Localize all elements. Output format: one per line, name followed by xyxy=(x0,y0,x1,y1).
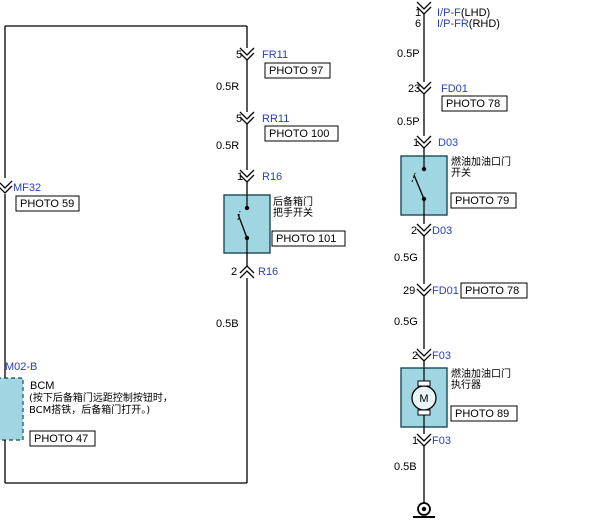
photo-89-label: PHOTO 89 xyxy=(455,408,509,420)
middle-branch: 5 FR11 PHOTO 97 0.5R 5 RR11 PHOTO 100 0.… xyxy=(4,26,346,484)
f03-top-label: F03 xyxy=(432,350,451,362)
mid-wire-6-label: 0.5B xyxy=(216,318,239,330)
switch-contact-bottom xyxy=(244,235,250,241)
ip-fr-name: I/P-FR xyxy=(437,18,469,30)
photo-59-box xyxy=(15,195,80,212)
f03-bottom-pin: 1 xyxy=(412,435,418,447)
mf32-label: MF32 xyxy=(13,182,41,194)
bcm-desc-line2: BCM搭铁，后备箱门打开。) xyxy=(29,403,150,416)
r16-bottom-label: R16 xyxy=(258,266,278,278)
ip-fr-label: I/P-FR(RHD) xyxy=(437,18,500,30)
photo-100-label: PHOTO 100 xyxy=(269,128,329,140)
ip-f-name: I/P-F xyxy=(437,7,461,19)
motor-label: M xyxy=(419,393,428,405)
motor-brush-top xyxy=(417,380,431,387)
photo-78-top-box xyxy=(441,95,508,112)
actuator-title-2: 执行器 xyxy=(451,378,481,391)
actuator-title-1: 燃油加油口门 xyxy=(451,367,511,380)
trunk-switch-title-1: 后备箱门 xyxy=(273,195,313,208)
r16-top-label: R16 xyxy=(262,171,282,183)
r16-top-pin: 1 xyxy=(237,171,243,183)
left-branch: MF32 PHOTO 59 M02-B BCM (按下后备箱门远距控制按钮时， … xyxy=(0,25,247,447)
photo-78-bottom-box xyxy=(460,282,528,299)
photo-79-label: PHOTO 79 xyxy=(455,195,509,207)
ip-f-note: (LHD) xyxy=(461,7,490,19)
ip-f-label: I/P-F(LHD) xyxy=(437,7,490,19)
right-wire-5-label: 0.5G xyxy=(394,252,418,264)
ip-pin-1: 1 xyxy=(415,7,421,19)
rr11-pin: 5 xyxy=(236,113,242,125)
ground-icon xyxy=(413,502,435,518)
right-wire-2-label: 0.5P xyxy=(397,116,420,128)
d03-bottom-pin: 2 xyxy=(411,225,417,237)
fr11-label: FR11 xyxy=(262,49,288,61)
fuel-switch-contact-top xyxy=(421,166,427,172)
f03-top-connector-symbol xyxy=(416,348,432,362)
bcm-title: BCM xyxy=(30,380,54,392)
d03-bottom-label: D03 xyxy=(432,225,452,237)
mid-wire-2-label: 0.5R xyxy=(216,81,239,93)
photo-100-box xyxy=(264,125,339,142)
right-wire-1-label: 0.5P xyxy=(397,48,420,60)
motor-brush-bottom xyxy=(417,409,431,416)
fuel-switch-contact-bottom xyxy=(421,196,427,202)
f03-bottom-label: F03 xyxy=(432,435,451,447)
photo-59-label: PHOTO 59 xyxy=(20,198,74,210)
fd01-bottom-connector-symbol xyxy=(416,283,432,297)
photo-78-bottom-label: PHOTO 78 xyxy=(465,285,519,297)
photo-101-box xyxy=(271,230,346,247)
photo-78-top-label: PHOTO 78 xyxy=(446,98,500,110)
f03-bottom-connector-symbol xyxy=(416,433,432,447)
fr11-pin: 5 xyxy=(236,49,242,61)
bcm-desc-line1: (按下后备箱门远距控制按钮时， xyxy=(29,391,173,404)
ip-pin-6: 6 xyxy=(415,18,421,30)
fuel-switch-title-1: 燃油加油口门 xyxy=(451,155,511,168)
d03-top-pin: 1 xyxy=(413,137,419,149)
trunk-switch-title-2: 把手开关 xyxy=(273,206,313,219)
fd01-bottom-label: FD01 xyxy=(432,285,459,297)
switch-blade xyxy=(237,213,248,239)
rr11-label: RR11 xyxy=(262,113,289,125)
photo-47-box xyxy=(29,430,96,447)
photo-79-box xyxy=(450,192,517,209)
fd01-top-label: FD01 xyxy=(441,83,468,95)
d03-top-label: D03 xyxy=(438,137,458,149)
photo-97-label: PHOTO 97 xyxy=(269,65,323,77)
fd01-bottom-pin: 29 xyxy=(403,285,415,297)
right-branch: 1 6 I/P-F(LHD) I/P-FR(RHD) 0.5P 23 FD01 … xyxy=(394,1,528,518)
fuel-switch-blade xyxy=(413,174,425,200)
ip-fr-note: (RHD) xyxy=(469,18,500,30)
r16-bottom-pin: 2 xyxy=(231,266,237,278)
photo-101-label: PHOTO 101 xyxy=(276,233,336,245)
f03-top-pin: 2 xyxy=(412,350,418,362)
m02b-label: M02-B xyxy=(5,361,37,373)
d03-bottom-connector-symbol xyxy=(416,223,432,237)
photo-97-box xyxy=(264,62,331,79)
mf32-connector-symbol xyxy=(0,180,13,194)
switch-contact-top xyxy=(244,205,250,211)
fuel-switch-title-2: 开关 xyxy=(451,166,471,179)
right-wire-6-label: 0.5G xyxy=(394,316,418,328)
right-wire-9-label: 0.5B xyxy=(394,461,417,473)
fuel-switch-actuator xyxy=(411,172,416,183)
photo-89-box xyxy=(450,405,518,422)
bcm-module xyxy=(0,377,24,441)
fd01-top-pin: 23 xyxy=(408,83,420,95)
r16-bottom-connector-symbol xyxy=(239,265,255,279)
mid-wire-3-label: 0.5R xyxy=(216,140,239,152)
photo-47-label: PHOTO 47 xyxy=(34,433,88,445)
